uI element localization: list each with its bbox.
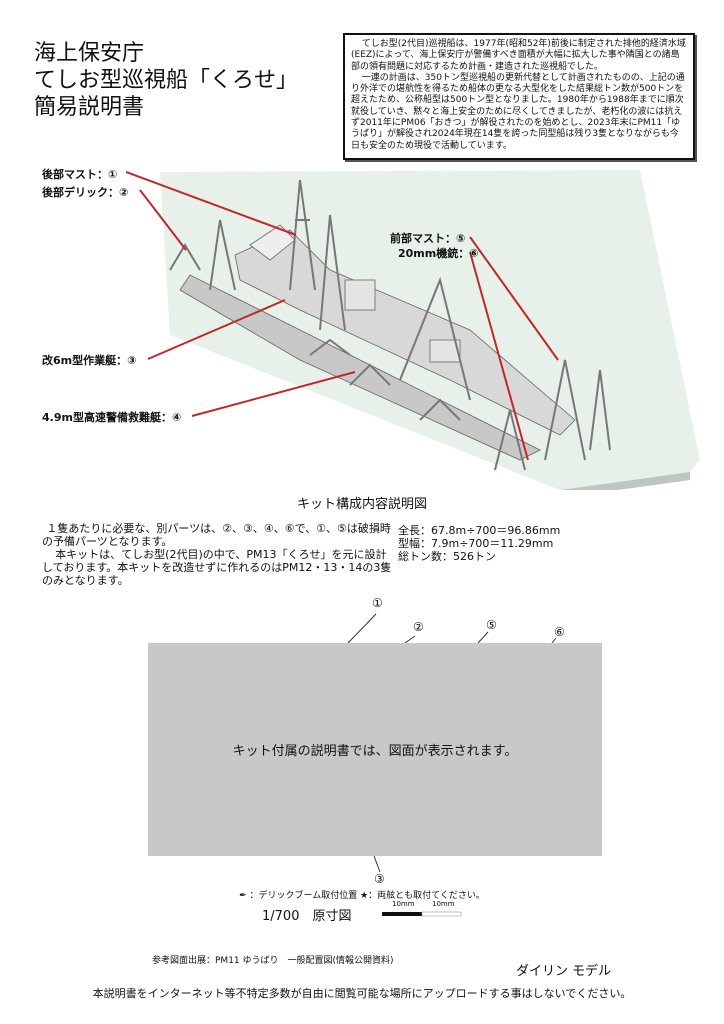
ship-model xyxy=(179,224,576,461)
diagram-caption: キット構成内容説明図 xyxy=(296,497,427,512)
scale-tick-label: 10mm xyxy=(392,900,415,908)
history-paragraph: てしお型(2代目)巡視船は、1977年(昭和52年)前後に制定された排他的経済水… xyxy=(351,39,686,72)
title-line: 簡易説明書 xyxy=(34,95,145,120)
scale-tick-label: 10mm xyxy=(432,900,455,908)
label-workboat: 改6m型作業艇：③ xyxy=(42,354,137,367)
marker-line-3 xyxy=(373,856,381,873)
title-line: 海上保安庁 xyxy=(34,41,145,66)
marker-5: ⑤ xyxy=(486,618,497,632)
label-20mm-gun: 20mm機銃：⑥ xyxy=(398,247,479,260)
note-paragraph: 本キットは、てしお型(2代目)の中で、PM13「くろせ」を元に設計しております。… xyxy=(42,548,392,587)
leader-lines xyxy=(125,171,559,461)
drawing-placeholder: キット付属の説明書では、図面が表示されます。 xyxy=(148,643,602,856)
parts-note: １隻あたりに必要な、別パーツは、②、③、④、⑥で、①、⑤は破損時の予備パーツとな… xyxy=(42,522,392,587)
label-aft-mast: 後部マスト：① xyxy=(42,168,118,181)
ship-specs: 全長：67.8m÷700＝96.86mm 型幅：7.9m÷700＝11.29mm… xyxy=(398,524,560,563)
marker-3: ③ xyxy=(374,872,385,886)
stand-frames xyxy=(169,179,611,471)
spec-tonnage: 総トン数：526トン xyxy=(398,550,496,563)
page-title: 海上保安庁 てしお型巡視船「くろせ」 簡易説明書 xyxy=(34,40,298,121)
title-line: てしお型巡視船「くろせ」 xyxy=(34,68,299,93)
marker-lines xyxy=(347,613,557,644)
history-paragraph: 一連の計画は、350トン型巡視船の更新代替として計画されたものの、上記の通り外洋… xyxy=(351,72,685,151)
label-rescue-boat: 4.9m型高速警備救難艇：④ xyxy=(42,411,182,424)
scale-title: 1/700 原寸図 xyxy=(262,909,352,924)
label-fore-mast: 前部マスト：⑤ xyxy=(390,232,466,245)
history-box: てしお型(2代目)巡視船は、1977年(昭和52年)前後に制定された排他的経済水… xyxy=(343,33,695,160)
marker-2: ② xyxy=(413,620,424,634)
brand-name: ダイリン モデル xyxy=(516,964,612,979)
label-aft-derrick: 後部デリック：② xyxy=(42,186,129,199)
marker-1: ① xyxy=(372,596,383,610)
base-plate-edge xyxy=(560,472,690,490)
note-paragraph: １隻あたりに必要な、別パーツは、②、③、④、⑥で、①、⑤は破損時の予備パーツとな… xyxy=(42,522,391,548)
kit-parts-diagram xyxy=(125,170,700,490)
upload-warning: 本説明書をインターネット等不特定多数が自由に閲覧可能な場所にアップロードする事は… xyxy=(92,987,632,1000)
drawing-legend: ✒ ：デリックブーム取付位置 ★：両舷とも取付てください。 xyxy=(0,888,724,901)
marker-6: ⑥ xyxy=(554,625,565,639)
spec-beam: 型幅：7.9m÷700＝11.29mm xyxy=(398,537,554,550)
scale-bar xyxy=(382,911,462,917)
reference-source: 参考図面出展：PM11 ゆうばり 一般配置図(情報公開資料) xyxy=(152,956,394,966)
spec-length: 全長：67.8m÷700＝96.86mm xyxy=(398,524,561,537)
brush-icon: ✒ xyxy=(239,891,247,901)
legend-text: ：デリックブーム取付位置 ★：両舷とも取付てください。 xyxy=(249,891,485,901)
placeholder-text: キット付属の説明書では、図面が表示されます。 xyxy=(232,744,518,759)
